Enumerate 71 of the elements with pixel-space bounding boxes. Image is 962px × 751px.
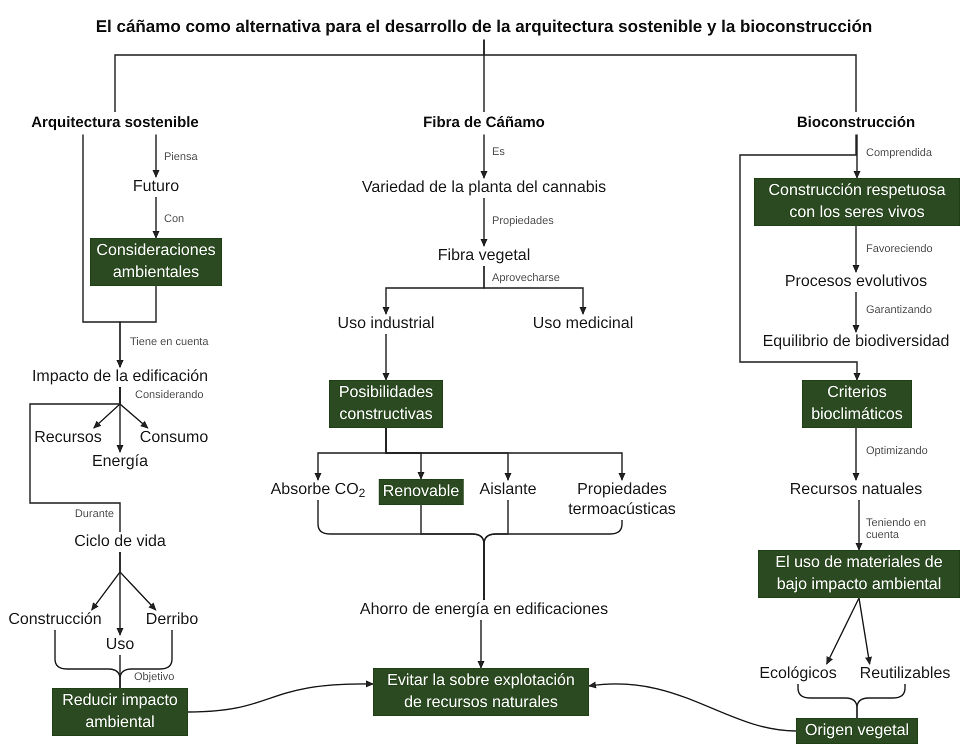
concept-text: Ecológicos	[759, 664, 837, 684]
edge-label: Favoreciendo	[866, 243, 933, 255]
concept-text: Ciclo de vida	[74, 532, 166, 552]
concept-text: Uso industrial	[338, 314, 434, 334]
concept-text: Uso medicinal	[532, 314, 634, 334]
concept-text: Equilibrio de biodiversidad	[762, 332, 950, 352]
concept-text: Recursos	[34, 428, 102, 448]
arrow	[852, 226, 860, 273]
edge-label: Es	[492, 146, 505, 158]
edge-label: Propiedades	[492, 215, 554, 227]
arrow	[588, 682, 796, 732]
arrow	[478, 620, 484, 669]
edge-label: Piensa	[164, 151, 198, 163]
concept-text: Consumo	[140, 428, 208, 448]
arrow	[385, 428, 626, 481]
concept-text: Impacto de la edificación	[32, 367, 208, 387]
arrow	[852, 428, 860, 481]
diagram-title: El cáñamo como alternativa para el desarrollo de la arquitectura sostenible y la bioconstrucción	[96, 14, 872, 40]
arrow	[116, 286, 157, 368]
arrow	[856, 500, 862, 551]
concept-box: Renovable	[378, 479, 464, 505]
arrow	[480, 198, 488, 247]
concept-box: Origen vegetal	[796, 718, 918, 744]
arrow	[854, 134, 860, 179]
edge-label: Optimizando	[866, 445, 928, 457]
concept-text: Variedad de la planta del cannabis	[362, 178, 606, 198]
concept-text: Procesos evolutivos	[784, 272, 928, 292]
arrow	[152, 134, 160, 178]
concept-box: Evitar la sobre explotación de recursos naturales	[373, 668, 589, 716]
arrow	[119, 552, 156, 611]
concept-text: Propiedades termoacústicas	[557, 480, 687, 520]
edge-label: Con	[164, 213, 184, 225]
edge-label: Durante	[74, 508, 114, 520]
concept-box: El uso de materiales de bajo impacto ambiental	[758, 550, 960, 598]
concept-box: Consideraciones ambientales	[90, 238, 222, 286]
concept-text: Uso	[106, 635, 134, 655]
section-heading: Bioconstrucción	[796, 112, 916, 134]
arrow	[852, 292, 860, 333]
concept-text: Absorbe CO$_{2}$	[270, 480, 366, 500]
connector-line	[29, 387, 121, 532]
edge-label: Considerando	[135, 389, 204, 401]
concept-box: Construcción respetuosa con los seres vivos	[754, 178, 960, 226]
concept-text: Derribo	[146, 610, 198, 630]
concept-text: Ahorro de energía en edificaciones	[360, 600, 608, 620]
concept-box: Reducir impacto ambiental	[52, 688, 188, 736]
concept-text: Aislante	[480, 480, 536, 500]
section-heading: Arquitectura sostenible	[31, 112, 199, 134]
arrow	[826, 598, 860, 665]
section-heading: Fibra de Cáñamo	[423, 112, 545, 134]
concept-box: Posibilidades constructivas	[329, 380, 443, 428]
arrow	[382, 334, 390, 381]
concept-box: Criterios bioclimáticos	[802, 380, 912, 428]
arrow	[483, 266, 586, 315]
concept-text: Construcción	[8, 610, 102, 630]
arrow	[152, 197, 160, 239]
edge-label: Tiene en cuenta	[130, 336, 208, 348]
edge-label: Aprovecharse	[492, 272, 560, 284]
edge-label: Objetivo	[134, 671, 174, 683]
brace-connector	[119, 630, 173, 688]
arrow	[480, 134, 488, 179]
edge-label: Garantizando	[866, 304, 932, 316]
arrow	[858, 598, 872, 665]
edge-label: Comprendida	[866, 147, 932, 159]
concept-text: Reutilizables	[860, 664, 950, 684]
concept-text: Futuro	[132, 177, 180, 197]
concept-text: Fibra vegetal	[438, 246, 530, 266]
concept-text: Energía	[92, 452, 148, 472]
arrow	[739, 134, 860, 381]
connector-line	[483, 40, 857, 112]
concept-text: Recursos natuales	[790, 480, 922, 500]
arrow	[188, 680, 374, 713]
